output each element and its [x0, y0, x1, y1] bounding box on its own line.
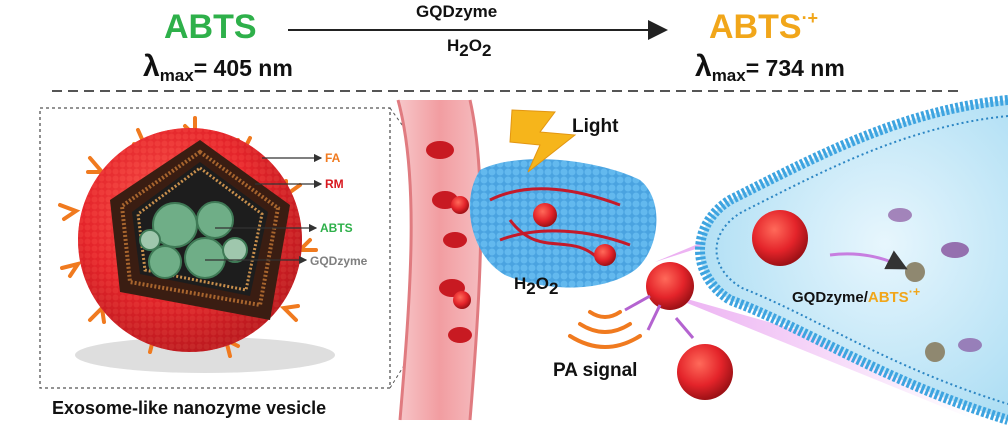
gqdzyme-abts-product-label: GQDzyme/ABTS·+: [792, 285, 921, 306]
tumor-cell: [695, 95, 1008, 425]
gqdzyme-label: GQDzyme: [310, 254, 368, 268]
light-label: Light: [572, 116, 619, 137]
product-abts-radical-label: ABTS·+: [709, 8, 819, 46]
tumor-mass: [469, 159, 657, 288]
beam-lower: [655, 290, 975, 420]
product-lambda-max: λmax= 734 nm: [695, 50, 845, 85]
exosome-vesicle-illustration: [58, 116, 335, 373]
reactant-lambda-max: λmax= 405 nm: [143, 50, 293, 85]
catalyst-gqdzyme-label: GQDzyme: [416, 2, 498, 21]
inset-caption: Exosome-like nanozyme vesicle: [52, 398, 327, 418]
pa-signal-waves-icon: [568, 310, 642, 349]
abts-label: ABTS: [320, 221, 353, 235]
rm-label: RM: [325, 177, 344, 191]
reactant-abts-label: ABTS: [164, 8, 257, 46]
light-bolt-icon: [509, 109, 577, 173]
fa-label: FA: [325, 151, 341, 165]
blood-vessel: [396, 99, 483, 421]
pa-signal-label: PA signal: [553, 360, 638, 381]
cooxidant-h2o2-label: H2O2: [447, 36, 492, 60]
nanozyme-particles: [624, 210, 808, 400]
tumor-h2o2-label: H2O2: [514, 274, 559, 298]
